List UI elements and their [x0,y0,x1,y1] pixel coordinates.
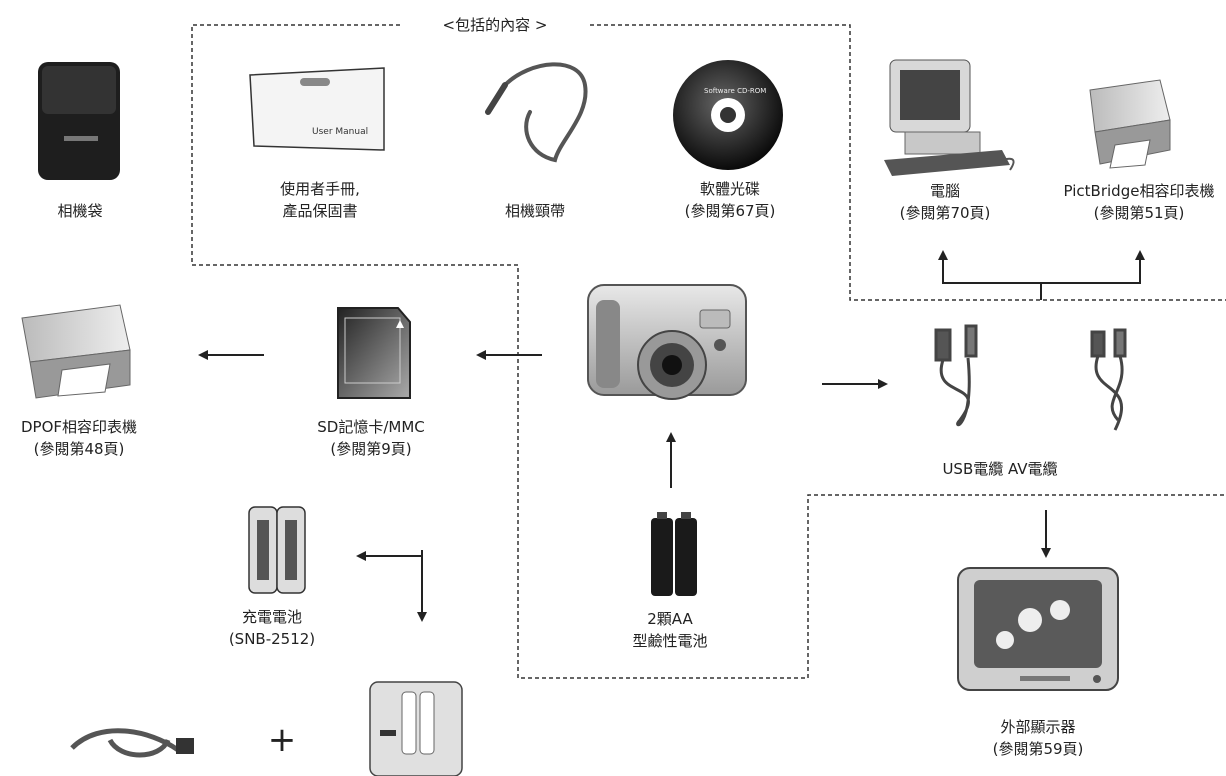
usb-cable-image [934,324,978,427]
charger-image [369,681,463,776]
camera-case-image [38,62,120,180]
cables-label: USB電纜 AV電纜 [942,460,1058,478]
user-manual-label: 使用者手冊, 產品保固書 [280,180,360,220]
dpof-printer-label: DPOF相容印表機 (參閱第48頁) [20,418,138,458]
computer-image [884,59,1015,176]
strap-label: 相機頸帶 [504,202,565,220]
rechargeable-battery-image [248,506,306,594]
software-cd-label: 軟體光碟 (參閱第67頁) [684,180,776,220]
user-manual-image: User Manual [249,67,385,151]
pictbridge-printer-label: PictBridge相容印表機 (參閱第51頁) [1063,182,1215,222]
included-contents-title: <包括的內容 > [410,14,580,35]
av-cable-image [1090,328,1127,431]
aa-battery-label: 2顆AA 型鹼性電池 [632,610,708,650]
connection-arrows [198,250,1145,622]
manual-print: User Manual [312,127,368,137]
camera-case-label: 相機袋 [57,202,103,220]
dpof-printer-image [21,304,131,399]
included-contents-border [191,24,1226,679]
software-cd-image: Software CD-ROM [673,60,783,170]
sd-card-label: SD記憶卡/MMC (參閱第9頁) [317,418,425,458]
plus-symbol: + [267,720,297,760]
rechargeable-battery-label: 充電電池 (SNB-2512) [228,608,316,648]
external-monitor-label: 外部顯示器 (參閱第59頁) [992,718,1084,758]
arrow-cables-split [938,250,1042,300]
computer-label: 電腦 (參閱第70頁) [899,182,991,222]
cd-print: Software CD-ROM [704,87,766,95]
power-cord-image [70,728,194,758]
pictbridge-printer-image [1089,79,1171,169]
aa-battery-image [651,512,697,596]
camera-image [587,284,747,400]
sd-card-image [337,307,411,399]
strap-image [485,62,588,163]
external-monitor-image [957,567,1119,691]
